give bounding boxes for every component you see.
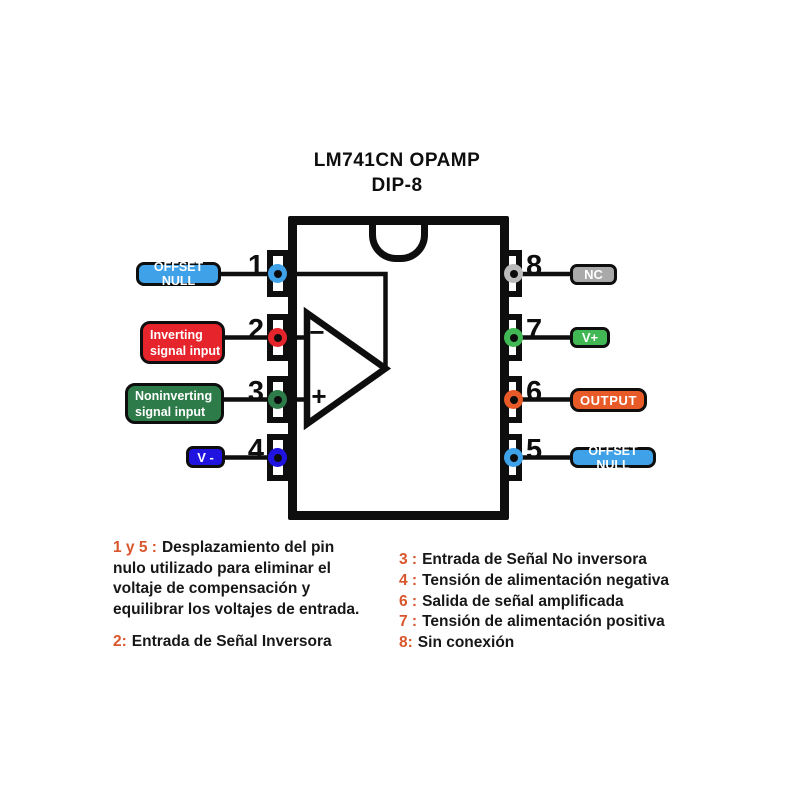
ic-body xyxy=(288,216,509,520)
note-pin-ref: 4 : xyxy=(399,571,418,589)
pin-label-text: OFFSET NULL xyxy=(153,260,204,288)
note-pin-7: 7 :Tensión de alimentación positiva xyxy=(399,612,669,633)
pad-center-dot xyxy=(509,333,518,342)
note-pin-ref: 6 : xyxy=(399,592,418,610)
pin-label-text-line2: signal input xyxy=(150,343,221,358)
note-pin-6: 6 :Salida de señal amplificada xyxy=(399,592,669,613)
pin-label-text: V - xyxy=(197,449,214,465)
notes-right-block: 3 :Entrada de Señal No inversora 4 :Tens… xyxy=(399,550,669,654)
pin-label-text-line1: Inverting xyxy=(150,327,203,342)
note-line: voltaje de compensación y xyxy=(113,580,311,598)
pin-pad-6 xyxy=(504,390,523,409)
note-line: equilibrar los voltajes de entrada. xyxy=(113,600,360,618)
note-pin-ref: 7 : xyxy=(399,613,418,631)
pin-number-7: 7 xyxy=(526,314,543,346)
pin-label-offset-null-1: OFFSET NULL xyxy=(136,260,221,288)
pad-center-dot xyxy=(273,453,282,462)
note-pin-3: 3 :Entrada de Señal No inversora xyxy=(399,550,669,571)
pin-label-text: V+ xyxy=(581,330,599,345)
pin-label-v-minus: V - xyxy=(186,446,225,468)
note-pin-ref: 1 y 5 : xyxy=(113,539,157,556)
note-pin-4: 4 :Tensión de alimentación negativa xyxy=(399,571,669,592)
pad-center-dot xyxy=(509,453,518,462)
pad-center-dot xyxy=(509,395,518,404)
chip-name: LM741CN OPAMP xyxy=(313,150,481,171)
pin-label-output: OUTPUT xyxy=(570,388,647,412)
note-text: Desplazamiento del pin xyxy=(161,539,335,556)
pad-center-dot xyxy=(273,333,282,342)
pad-center-dot xyxy=(273,269,282,278)
pin-label-inverting-input: Inverting signal input xyxy=(140,321,225,364)
pin-label-text: OFFSET NULL xyxy=(588,443,638,472)
note-text: Entrada de Señal Inversora xyxy=(131,633,332,650)
note-text: Tensión de alimentación negativa xyxy=(422,571,670,589)
noninverting-input-sign: + xyxy=(311,381,327,411)
pin-pad-4 xyxy=(268,448,287,467)
page-title: LM741CN OPAMP DIP-8 xyxy=(0,148,794,198)
note-line: nulo utilizado para eliminar el xyxy=(113,559,331,577)
pin-number-2: 2 xyxy=(247,314,264,346)
pin-number-6: 6 xyxy=(526,376,543,408)
inverting-input-sign: − xyxy=(309,317,325,347)
pin-label-v-plus: V+ xyxy=(570,327,610,348)
note-text: Tensión de alimentación positiva xyxy=(422,613,665,631)
pin-pad-7 xyxy=(504,328,523,347)
pin-label-text: OUTPUT xyxy=(579,392,638,408)
pin-pad-2 xyxy=(268,328,287,347)
note-pin-ref: 3 : xyxy=(399,551,418,568)
pin-number-4: 4 xyxy=(247,434,264,466)
pin-number-5: 5 xyxy=(526,434,543,466)
opamp-triangle xyxy=(303,306,392,431)
pin-number-8: 8 xyxy=(526,250,543,282)
note-pins-1-and-5: 1 y 5 :Desplazamiento del pin nulo utili… xyxy=(113,538,359,620)
pin-label-offset-null-5: OFFSET NULL xyxy=(570,444,656,472)
pad-center-dot xyxy=(273,395,282,404)
note-text: Sin conexión xyxy=(417,634,515,652)
note-line: 1 y 5 :Desplazamiento del pin xyxy=(113,538,359,559)
note-pin-8: 8:Sin conexión xyxy=(399,633,669,654)
note-pin-ref: 8: xyxy=(399,634,413,652)
pin-label-text-line1: Noninverting xyxy=(135,388,213,403)
pin-pad-5 xyxy=(504,448,523,467)
pin-pad-8 xyxy=(504,264,523,283)
note-pin-2: 2:Entrada de Señal Inversora xyxy=(113,633,332,651)
package-name: DIP-8 xyxy=(371,175,423,196)
pad-center-dot xyxy=(509,269,518,278)
pin-number-3: 3 xyxy=(247,376,264,408)
pin-label-text-line2: signal input xyxy=(135,404,206,419)
pin-number-1: 1 xyxy=(247,250,264,282)
pin-label-text: NC xyxy=(584,267,603,282)
pin-label-nc: NC xyxy=(570,264,617,285)
pin-label-noninverting-input: Noninverting signal input xyxy=(125,383,224,424)
pin-pad-3 xyxy=(268,390,287,409)
note-text: Salida de señal amplificada xyxy=(422,592,624,610)
note-pin-ref: 2: xyxy=(113,633,127,650)
note-text: Entrada de Señal No inversora xyxy=(422,551,647,568)
orientation-notch xyxy=(369,225,428,262)
pin-pad-1 xyxy=(268,264,287,283)
